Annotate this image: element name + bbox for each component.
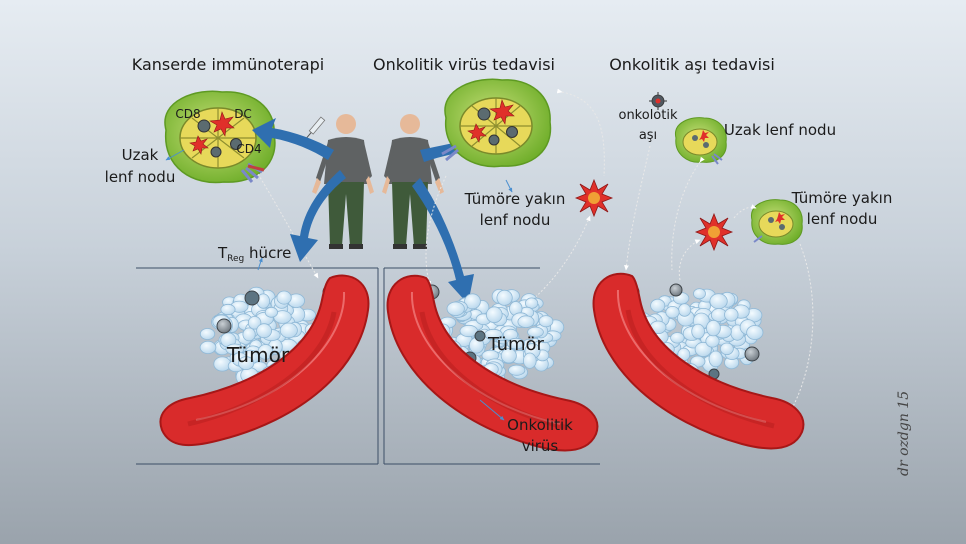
tumor-cell bbox=[693, 288, 706, 300]
tumor-cell bbox=[257, 344, 274, 360]
immune-cell bbox=[244, 290, 260, 306]
tumor-cell bbox=[678, 303, 692, 317]
tumor-cell bbox=[724, 307, 739, 322]
tumor-cell bbox=[256, 323, 273, 339]
near-node-label-line2: lenf nodu bbox=[480, 211, 551, 229]
tumor-cell bbox=[708, 350, 723, 368]
syringe-icon bbox=[305, 116, 326, 139]
panel-oncolytic-virus: Onkolitik virüs tedavisi Tümöre yakın le… bbox=[373, 55, 614, 455]
tumor-cell bbox=[538, 315, 554, 328]
treg-label-hucre: hücre bbox=[244, 244, 291, 262]
blood-vessel-mid bbox=[386, 274, 599, 452]
tumor-cell bbox=[496, 289, 513, 306]
tumor-cell bbox=[508, 364, 526, 376]
tumor-cell bbox=[446, 301, 465, 317]
tumor-cell bbox=[242, 327, 256, 342]
tumor-cell bbox=[220, 303, 236, 316]
cd8-label: CD8 bbox=[175, 107, 200, 121]
blood-vessel-left bbox=[159, 274, 370, 447]
tumor-cell bbox=[691, 323, 705, 340]
dendritic-cell-right bbox=[694, 212, 734, 252]
immune-cell bbox=[474, 330, 486, 342]
tumor-label-left: Tümör bbox=[226, 343, 290, 367]
patient-figure-left bbox=[312, 114, 374, 249]
patient-figure-right bbox=[382, 114, 444, 249]
tumor-label-mid: Tümör bbox=[487, 334, 544, 355]
immune-cell bbox=[216, 318, 232, 334]
dc-label: DC bbox=[234, 107, 252, 121]
tumor-cell bbox=[199, 328, 216, 340]
lymph-node-near-right bbox=[751, 199, 803, 245]
tumor-cell bbox=[517, 315, 535, 329]
immune-cell bbox=[744, 346, 760, 362]
oncolytic-virus-label-line2: virüs bbox=[522, 437, 559, 455]
treg-label: TReg hücre bbox=[217, 244, 291, 264]
treg-label-t: T bbox=[217, 244, 228, 262]
tumor-cell bbox=[199, 340, 217, 354]
tumor-cell bbox=[670, 332, 685, 344]
tumor-cell bbox=[694, 341, 712, 357]
tumor-cell bbox=[247, 315, 262, 330]
distant-node-right-label: Uzak lenf nodu bbox=[724, 121, 836, 139]
distant-node-label-line2: lenf nodu bbox=[105, 168, 176, 186]
immune-cell bbox=[669, 283, 683, 297]
near-node-right-label-line1: Tümöre yakın bbox=[791, 189, 893, 207]
panel-frames bbox=[136, 267, 600, 465]
panel-immunotherapy: Kanserde immünoterapi CD8 DC CD4 Uzak le… bbox=[105, 55, 370, 447]
tumor-cell bbox=[709, 293, 728, 310]
oncolytic-virus-label-line1: Onkolitik bbox=[507, 416, 573, 434]
distant-node-label-line1: Uzak bbox=[122, 146, 159, 164]
panel-oncolytic-vaccine: Onkolitik aşı tedavisi onkolotik aşı Uza… bbox=[592, 55, 893, 450]
tumor-cell bbox=[527, 326, 544, 338]
cd4-label: CD4 bbox=[236, 142, 261, 156]
tumor-cell bbox=[720, 342, 734, 356]
panel-title-oncolytic-vaccine: Onkolitik aşı tedavisi bbox=[609, 55, 775, 74]
oncolytic-vaccine-label-line1: onkolotik bbox=[618, 108, 677, 123]
treg-label-sub: Reg bbox=[227, 254, 244, 264]
tumor-cell bbox=[706, 319, 721, 337]
lymph-node-distant-right bbox=[675, 117, 727, 165]
tumor-cell bbox=[500, 348, 517, 364]
oncolytic-vaccine-label-line2: aşı bbox=[639, 128, 657, 143]
tumor-cell bbox=[650, 298, 666, 313]
dendritic-cell-mid bbox=[574, 178, 614, 218]
tumor-cell bbox=[276, 290, 292, 305]
signature: dr ozdgn 15 bbox=[896, 391, 912, 476]
near-node-right-label-line2: lenf nodu bbox=[807, 210, 878, 228]
tumor-cell bbox=[746, 325, 764, 340]
lymph-node-near bbox=[441, 78, 552, 168]
tumor-cell bbox=[279, 322, 298, 339]
tumor-cell bbox=[665, 306, 680, 319]
tumor-cell bbox=[464, 293, 481, 310]
tumor-cell bbox=[506, 337, 525, 350]
virus-particle-icon bbox=[649, 92, 667, 110]
panel-title-oncolytic-virus: Onkolitik virüs tedavisi bbox=[373, 55, 555, 74]
tumor-cell bbox=[522, 352, 537, 369]
tumor-cell bbox=[705, 334, 720, 348]
tumor-cell bbox=[238, 356, 255, 371]
tumor-cell bbox=[459, 324, 479, 338]
tumor-cell bbox=[264, 306, 278, 318]
blood-vessel-right bbox=[592, 272, 805, 450]
panel-title-immunotherapy: Kanserde immünoterapi bbox=[132, 55, 325, 74]
tumor-cell bbox=[485, 306, 503, 324]
lymph-node-distant bbox=[164, 90, 276, 184]
near-node-label-line1: Tümöre yakın bbox=[464, 190, 566, 208]
